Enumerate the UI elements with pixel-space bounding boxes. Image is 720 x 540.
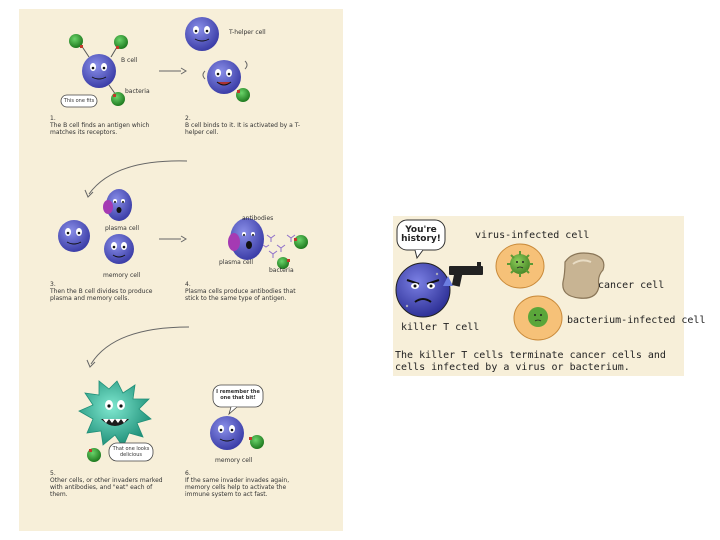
step4-plasma-cell [228, 218, 264, 260]
step-6-caption: 6.If the same invader invades again, mem… [185, 470, 290, 498]
step6-memory-cell [210, 416, 264, 450]
label-bacteria-2: bacteria [269, 267, 294, 274]
step5-speech-bubble [108, 442, 154, 462]
right-panel-illustrations [395, 219, 605, 341]
left-panel-illustrations [58, 17, 308, 462]
bacterium-infected-cell [513, 295, 563, 341]
label-bacterium-infected: bacterium-infected cell [567, 315, 706, 326]
step3-plasma-cell [103, 189, 132, 221]
step-3-caption: 3.Then the B cell divides to produce pla… [50, 281, 153, 302]
label-antibodies: antibodies [242, 215, 274, 222]
step4-bacteria [277, 235, 308, 269]
step1-b-cell [80, 44, 118, 96]
step-1-caption: 1.The B cell finds an antigen which matc… [50, 115, 150, 136]
arrow-3-to-4 [159, 235, 187, 243]
label-virus-infected: virus-infected cell [475, 230, 590, 241]
step3-memory-cell [104, 234, 134, 264]
cancer-cell [562, 252, 605, 299]
step6-speech-bubble [212, 384, 264, 416]
step2-t-helper-cell [185, 17, 219, 51]
step-4-caption: 4.Plasma cells produce antibodies that s… [185, 281, 296, 302]
arrow-4-to-5 [90, 326, 190, 365]
immune-response-panel: B cell T-helper cell bacteria plasma cel… [19, 9, 343, 531]
killer-t-cell [395, 262, 451, 318]
label-t-helper: T-helper cell [229, 29, 266, 36]
step3-b-cell [58, 220, 90, 252]
bubble-text-remember: I remember the one that bit! [216, 389, 260, 401]
arrow-1-to-2 [159, 67, 187, 75]
gun-icon [443, 262, 483, 287]
step-5-caption: 5.Other cells, or other invaders marked … [50, 470, 163, 498]
step1-speech-bubble [60, 94, 98, 108]
killer-speech-bubble [396, 219, 446, 260]
step-2-caption: 2.B cell binds to it. It is activated by… [185, 115, 300, 136]
label-memory-cell: memory cell [103, 272, 141, 279]
label-memory-cell-2: memory cell [215, 457, 253, 464]
label-cancer-cell: cancer cell [598, 280, 665, 291]
step4-antibodies [262, 234, 296, 258]
step5-phagocyte [78, 380, 152, 448]
killer-t-caption: The killer T cells terminate cancer cell… [395, 350, 666, 373]
label-killer-t-cell: killer T cell [401, 322, 480, 333]
speech-text: You're history! [401, 225, 441, 244]
label-b-cell: B cell [121, 57, 138, 64]
step1-antigens [69, 34, 128, 106]
killer-t-cell-panel: You're history! virus-infected cell canc… [393, 216, 705, 376]
label-bacteria: bacteria [125, 88, 150, 95]
bubble-text-fits: This one fits [63, 98, 95, 104]
label-plasma-cell: plasma cell [105, 225, 140, 232]
virus-infected-cell [495, 243, 545, 289]
label-plasma-cell-2: plasma cell [219, 259, 254, 266]
step5-bacteria [87, 448, 101, 462]
bubble-text-delicious: That one looks delicious [112, 446, 150, 458]
step2-b-cell [202, 60, 250, 102]
arrow-2-to-3 [88, 160, 188, 195]
